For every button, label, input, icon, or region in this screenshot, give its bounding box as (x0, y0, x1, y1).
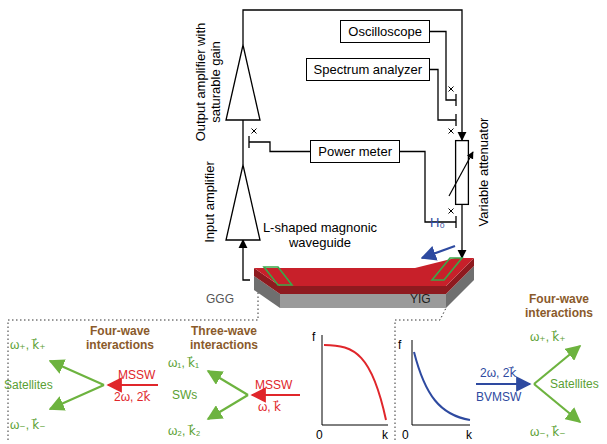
axis-label: k (382, 428, 388, 442)
coupler-mark (449, 129, 454, 134)
axis-label: k (466, 428, 472, 442)
tap-line (249, 142, 310, 152)
signal-line (242, 120, 243, 165)
waveguide: L-shaped magnonic waveguide (250, 258, 475, 318)
wave-name: MSSW (118, 368, 155, 382)
tap-line (400, 152, 456, 223)
amplifier-symbol: Input amplifier (226, 165, 260, 240)
wave-parameters: ω₋, k⃗₋ (530, 425, 566, 439)
amplifier-symbol: Output amplifier with saturable gain (226, 45, 260, 120)
wave-parameters: ω₊, k⃗₊ (530, 330, 566, 344)
layer-name: GGG (206, 292, 234, 306)
axis-label: 0 (402, 428, 409, 442)
axis-label: 0 (316, 428, 323, 442)
plot-axes (322, 335, 388, 425)
wave-parameters: ω₋, k⃗₋ (10, 418, 46, 432)
attenuator-symbol: Variable attenuator (455, 140, 469, 205)
component-label: Output amplifier with saturable gain (193, 22, 223, 142)
wave-parameters: ω₂, k⃗₂ (168, 424, 200, 438)
wave-parameters: 2ω, 2k⃗ (480, 366, 516, 380)
process-heading: Four-wave interactions (514, 292, 604, 320)
wave-arrow (108, 384, 158, 386)
wave-name: MSSW (255, 378, 292, 392)
waveguide-outline (250, 258, 475, 318)
wave-name: Satellites (550, 377, 599, 391)
field-label: H₀ (430, 216, 445, 230)
axis-label: f (312, 330, 315, 344)
process-heading: Four-wave interactions (72, 324, 168, 352)
wave-name: BVMSW (476, 390, 521, 404)
wave-arrow (476, 383, 530, 385)
wave-arrow (50, 361, 104, 385)
amplifier-symbol-outline (226, 45, 260, 120)
coupler-mark (449, 87, 454, 92)
dispersion-curve (414, 352, 470, 420)
wave-parameters: ω₁, k⃗₁ (168, 356, 199, 370)
instrument-box: Power meter (310, 140, 400, 163)
amplifier-symbol-outline (226, 165, 260, 240)
instrument-name: Power meter (318, 144, 392, 159)
layer-name: YIG (410, 292, 431, 306)
signal-line (243, 240, 250, 280)
wave-arrow (252, 394, 300, 396)
coupler-mark (449, 209, 454, 214)
wave-parameters: ω₊, k⃗₊ (10, 338, 46, 352)
attenuator-symbol-outline (455, 140, 469, 205)
waveguide-label: L-shaped magnonic waveguide (258, 220, 382, 250)
tap-line (430, 32, 456, 101)
instrument-box: Spectrum analyzer (306, 58, 430, 81)
instrument-name: Oscilloscope (348, 24, 422, 39)
instrument-box: Oscilloscope (340, 20, 430, 43)
component-label: Input amplifier (202, 161, 217, 243)
wave-arrow (208, 371, 248, 395)
instrument-name: Spectrum analyzer (314, 62, 422, 77)
signal-line (461, 205, 462, 258)
inset-border (8, 292, 446, 440)
coupler-mark (252, 129, 257, 134)
wave-name: Satellites (4, 378, 53, 392)
dispersion-curve (324, 345, 386, 420)
tap-line (430, 70, 456, 121)
field-arrow (422, 246, 455, 258)
wave-arrow (50, 385, 104, 409)
plot-axes (412, 340, 470, 425)
process-heading: Three-wave interactions (176, 324, 272, 352)
wave-name: SWs (172, 388, 197, 402)
signal-line (243, 10, 462, 140)
wave-parameters: ω, k⃗ (258, 400, 281, 414)
component-label: Variable attenuator (476, 118, 491, 227)
wave-parameters: 2ω, 2k⃗ (114, 390, 150, 404)
axis-label: f (398, 338, 401, 352)
wave-arrow (208, 395, 248, 419)
